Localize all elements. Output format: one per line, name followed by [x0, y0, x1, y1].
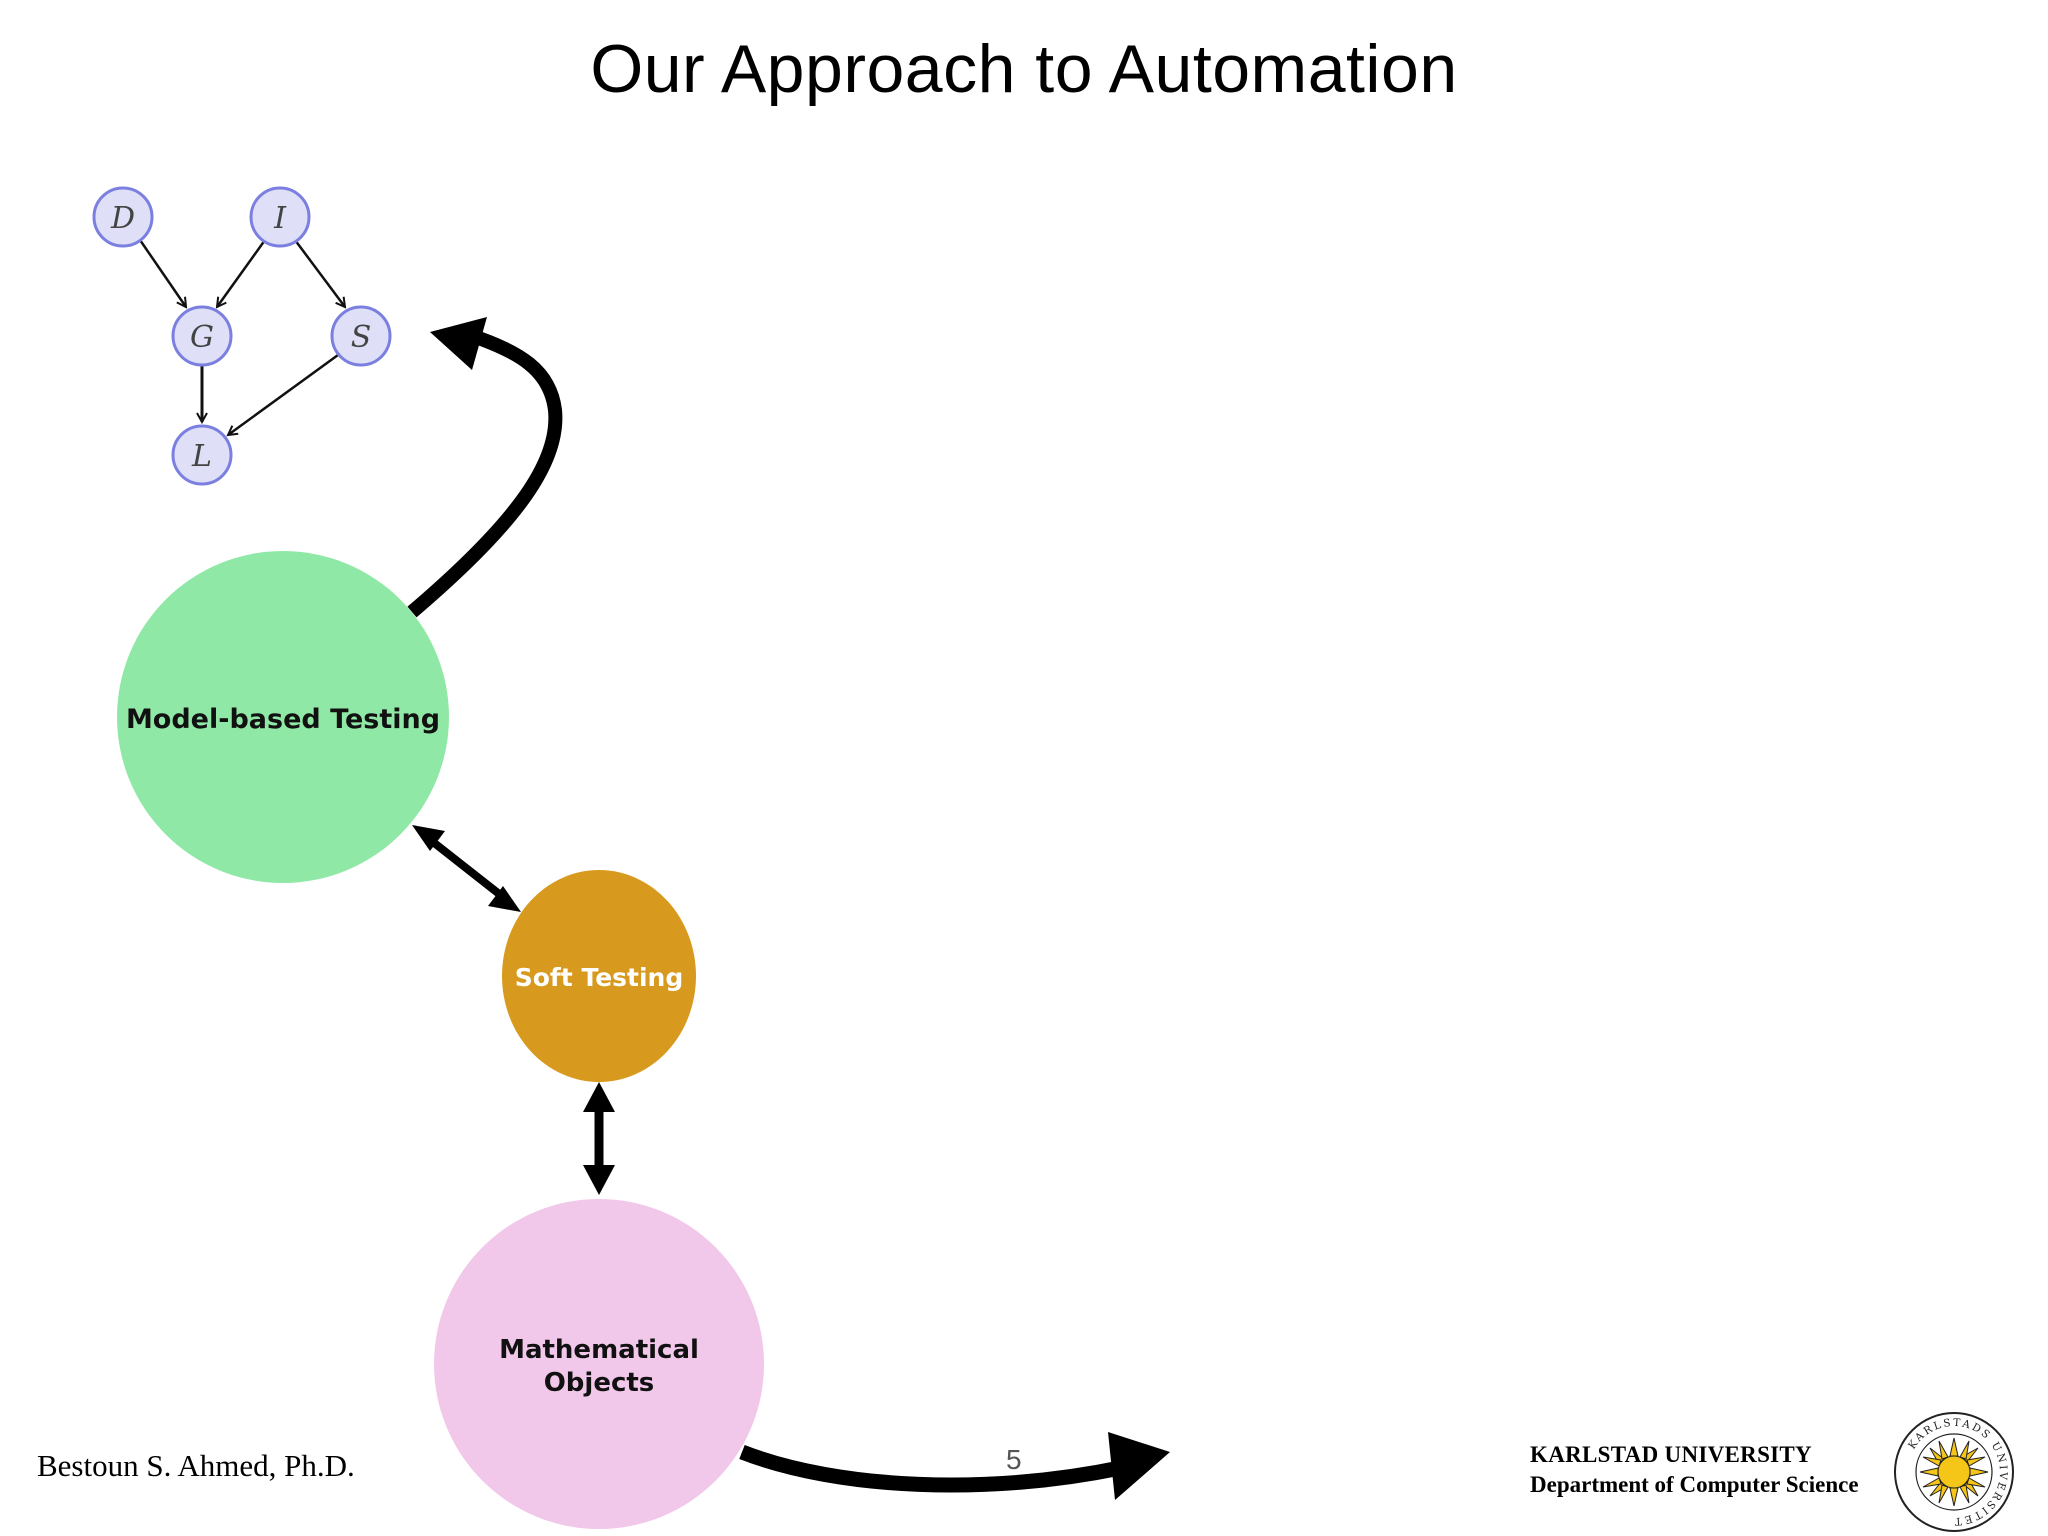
curved-arrow-up	[407, 328, 563, 618]
author-name: Bestoun S. Ahmed, Ph.D.	[37, 1448, 355, 1483]
concept-label-line-1: Mathematical	[499, 1335, 699, 1365]
graph-node-label: D	[110, 201, 135, 236]
edge-s-l	[228, 353, 339, 435]
edge-i-s	[293, 239, 345, 307]
concept-mathematical-objects: Mathematical Objects	[434, 1199, 764, 1529]
page-number: 5	[1006, 1444, 1022, 1475]
graph-node-label: L	[191, 439, 212, 474]
curved-arrow-right	[739, 1445, 1122, 1493]
graph-node-label: S	[351, 320, 372, 355]
slide-title: Our Approach to Automation	[590, 31, 1458, 107]
graph-node-i: I	[249, 186, 311, 248]
concept-label-line-2: Objects	[544, 1368, 655, 1398]
graph-node-g: G	[171, 305, 233, 367]
curved-arrow-up-head	[430, 317, 487, 370]
bayesian-graph: D I G S L	[92, 186, 392, 486]
concept-label: Model-based Testing	[126, 704, 440, 735]
double-arrow-soft-math	[583, 1082, 615, 1195]
concept-label: Soft Testing	[515, 963, 684, 992]
graph-node-label: G	[190, 320, 214, 355]
university-seal: KARLSTADS UNIVERSITET	[1894, 1412, 2014, 1532]
edge-d-g	[138, 239, 186, 307]
graph-node-l: L	[171, 424, 233, 486]
concept-model-based-testing: Model-based Testing	[117, 551, 449, 883]
university-block: KARLSTAD UNIVERSITY Department of Comput…	[1530, 1440, 1859, 1500]
edge-i-g	[217, 239, 267, 307]
department-name: Department of Computer Science	[1530, 1472, 1859, 1497]
curved-arrow-right-head	[1108, 1432, 1170, 1500]
university-name: KARLSTAD UNIVERSITY	[1530, 1442, 1812, 1467]
double-arrow-mbt-soft	[412, 825, 521, 912]
graph-node-d: D	[92, 186, 154, 248]
sun-icon	[1919, 1437, 1989, 1507]
graph-node-s: S	[330, 305, 392, 367]
concept-soft-testing: Soft Testing	[502, 870, 696, 1082]
graph-node-label: I	[273, 201, 287, 236]
